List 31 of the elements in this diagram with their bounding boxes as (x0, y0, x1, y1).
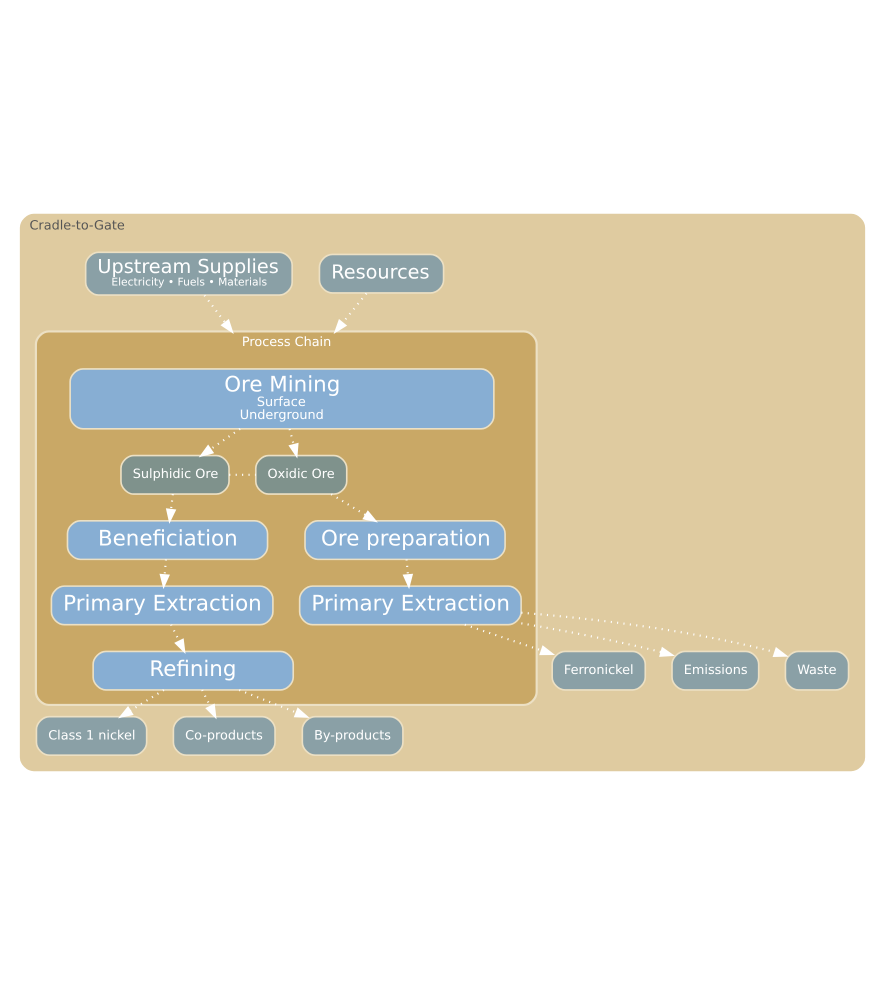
node-box: Primary Extraction (50, 584, 274, 625)
arrow (464, 623, 556, 655)
arrow (118, 688, 164, 718)
arrow (402, 558, 414, 589)
node-box: Ore Mining Surface Underground (69, 368, 495, 430)
node-box: Co-products (172, 715, 276, 756)
node-box: Oxidic Ore (254, 454, 348, 494)
arrow (159, 558, 170, 589)
node-box: Beneficiation (66, 520, 268, 560)
arrow (204, 294, 234, 334)
node-box: Upstream Supplies Electricity • Fuels • Materials (84, 250, 293, 296)
node-box: Ore preparation (304, 520, 506, 560)
arrow (166, 494, 176, 524)
arrow (330, 492, 378, 522)
arrow (238, 688, 310, 718)
node-box: By-products (302, 715, 404, 756)
node-box: Waste (784, 650, 850, 690)
arrow (198, 428, 241, 457)
arrow (334, 292, 368, 334)
arrow (288, 428, 299, 458)
arrow (521, 622, 675, 656)
node-box: Refining (92, 650, 294, 690)
node-box: Sulphidic Ore (120, 454, 230, 494)
node-box: Ferronickel (551, 650, 646, 690)
arrow (201, 689, 217, 719)
node-box: Class 1 nickel (36, 715, 148, 756)
node-box: Emissions (671, 650, 760, 690)
node-box: Resources (318, 253, 444, 294)
arrow (521, 611, 789, 656)
node-box: Primary Extraction (298, 584, 522, 625)
arrow (170, 624, 186, 654)
